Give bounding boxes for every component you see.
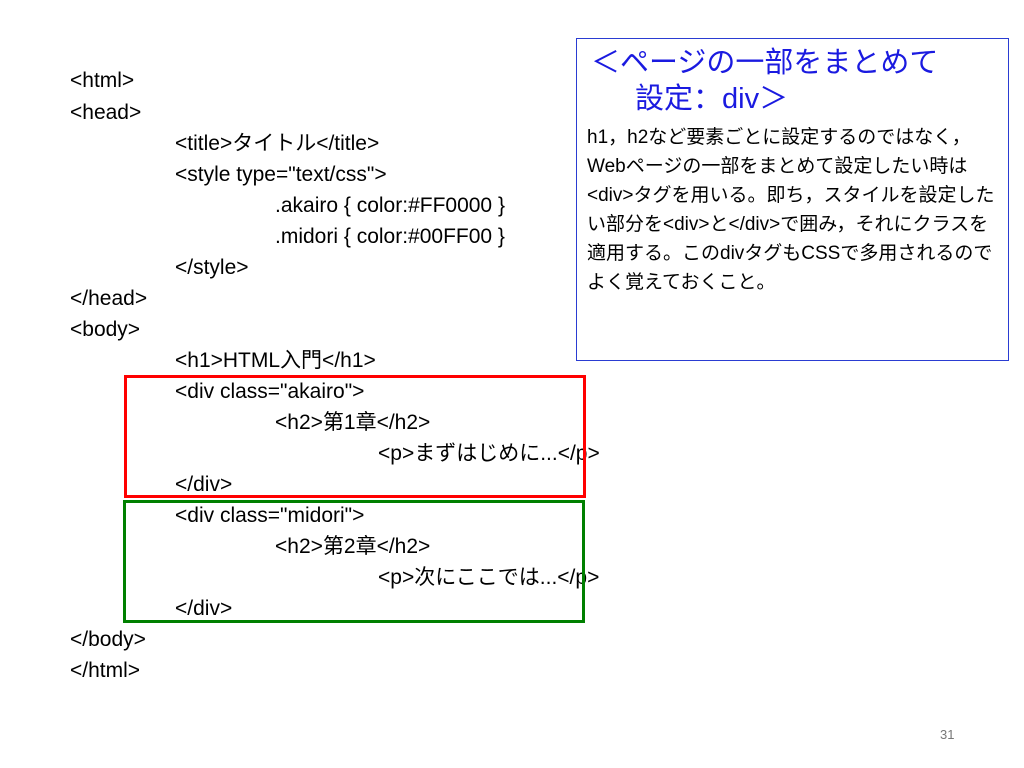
code-line-head-open: <head> xyxy=(70,101,142,124)
code-line-p-next: <p>次にここでは...</p> xyxy=(378,566,600,589)
callout-title-line1: ＜ページの一部をまとめて xyxy=(591,47,939,79)
code-line-div-close-1: </div> xyxy=(175,473,233,496)
code-line-p-first: <p>まずはじめに...</p> xyxy=(378,442,600,465)
code-line-html-open: <html> xyxy=(70,69,135,92)
code-line-akairo-rule: .akairo { color:#FF0000 } xyxy=(275,194,505,217)
page-number: 31 xyxy=(940,727,955,742)
code-line-body-open: <body> xyxy=(70,318,141,341)
code-line-style-open: <style type="text/css"> xyxy=(175,163,387,186)
code-line-h2-chapter1: <h2>第1章</h2> xyxy=(275,411,431,434)
code-line-style-close: </style> xyxy=(175,256,249,279)
midori-highlight-box xyxy=(123,500,585,623)
akairo-highlight-box xyxy=(124,375,586,498)
code-line-h1: <h1>HTML入門</h1> xyxy=(175,349,376,372)
code-line-div-close-2: </div> xyxy=(175,597,233,620)
explanation-callout: ＜ページの一部をまとめて 設定：div＞ h1，h2など要素ごとに設定するのでは… xyxy=(576,38,1009,361)
code-line-div-akairo: <div class="akairo"> xyxy=(175,380,365,403)
code-line-div-midori: <div class="midori"> xyxy=(175,504,365,527)
code-line-body-close: </body> xyxy=(70,628,146,651)
code-line-html-close: </html> xyxy=(70,659,141,682)
code-line-h2-chapter2: <h2>第2章</h2> xyxy=(275,535,431,558)
code-line-title: <title>タイトル</title> xyxy=(175,132,380,155)
code-line-head-close: </head> xyxy=(70,287,148,310)
callout-title: ＜ページの一部をまとめて 設定：div＞ xyxy=(591,45,1001,117)
code-line-midori-rule: .midori { color:#00FF00 } xyxy=(275,225,505,248)
callout-title-line2: 設定：div＞ xyxy=(635,83,789,115)
callout-body: h1，h2など要素ごとに設定するのではなく，Webページの一部をまとめて設定した… xyxy=(587,127,995,293)
